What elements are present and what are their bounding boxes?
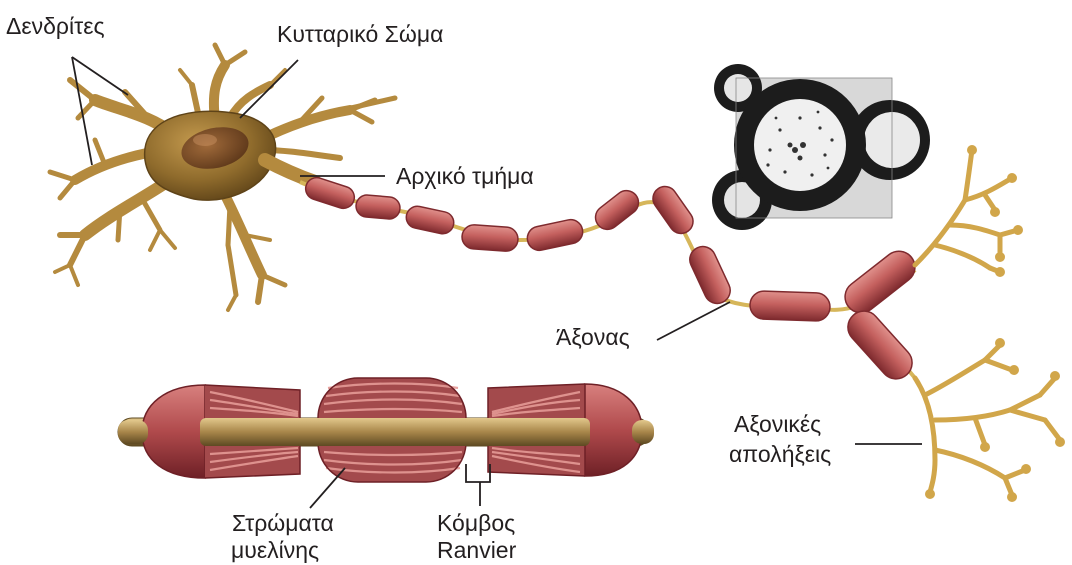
label-axon-terminals-line2: απολήξεις [729,441,831,467]
label-node-of-ranvier-line2: Ranvier [437,537,517,563]
axon-terminals-lower [915,345,1060,495]
label-cell-body: Κυτταρικό Σώμα [277,21,443,47]
label-node-of-ranvier-line1: Κόμβος [437,510,515,536]
myelin-micrograph-inset [712,64,930,230]
label-axon: Άξονας [556,324,630,350]
label-axon-terminals-line1: Αξονικές [734,411,821,437]
label-myelin-layers-line1: Στρώματα [232,510,334,536]
axon-hillock [265,160,315,182]
cell-body [145,111,276,200]
label-initial-segment: Αρχικό τμήμα [396,163,534,189]
label-myelin-layers-line2: μυελίνης [231,537,319,563]
label-dendrites: Δενδρίτες [6,13,105,39]
myelin-closeup [118,378,654,482]
